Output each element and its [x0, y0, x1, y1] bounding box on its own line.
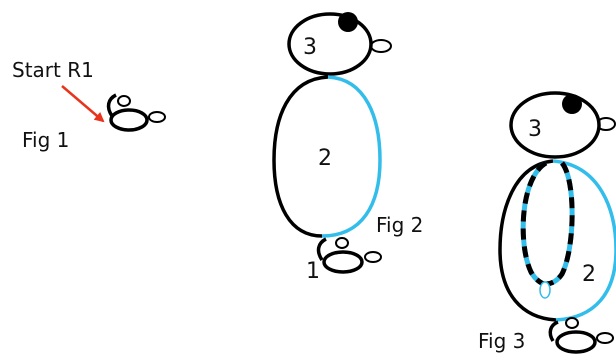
start-label: Start R1	[12, 58, 94, 82]
fig1-start-strand	[106, 93, 117, 117]
figure-2: 3 2 1 Fig 2	[272, 12, 423, 284]
fig2-body-left	[272, 75, 329, 238]
fig3-inner-loop-left	[520, 160, 548, 287]
fig3-body-number: 2	[582, 262, 596, 287]
fig2-body-number: 2	[318, 146, 332, 171]
fig3-head	[509, 91, 601, 159]
fig3-head-number: 3	[528, 117, 542, 142]
fig3-inner-loop-right	[544, 161, 575, 287]
fig1-side-loop	[148, 111, 166, 123]
fig1-ring	[109, 108, 149, 132]
fig1-top-loop	[117, 95, 131, 107]
start-arrow	[61, 85, 105, 123]
fig3-inner-drop	[539, 281, 551, 299]
fig2-base-number: 1	[306, 259, 320, 284]
fig1-label: Fig 1	[22, 128, 69, 152]
fig2-base-top-loop	[335, 237, 349, 249]
fig2-head-number: 3	[303, 35, 317, 60]
figure-1: Start R1 Fig 1	[12, 58, 166, 152]
fig3-base-strand	[548, 320, 559, 342]
fig3-head-dot	[562, 94, 582, 114]
fig3-base-top-loop	[565, 317, 579, 329]
fig2-body-right	[321, 75, 382, 238]
figure-3: 3 2 Fig 3	[478, 91, 616, 354]
fig2-base-ring	[322, 250, 364, 274]
fig2-base-side-loop	[364, 251, 382, 263]
fig2-label: Fig 2	[376, 213, 423, 237]
fig2-head-dot	[338, 12, 358, 32]
fig3-body-right	[552, 159, 616, 322]
fig3-base-side-loop	[596, 332, 614, 344]
fig3-body-left	[498, 159, 557, 322]
fig2-head-ear-loop	[370, 39, 392, 53]
fig3-label: Fig 3	[478, 329, 525, 353]
fig2-head	[287, 12, 373, 76]
fig3-base-ring	[555, 330, 597, 354]
fig2-base-strand	[316, 237, 327, 261]
